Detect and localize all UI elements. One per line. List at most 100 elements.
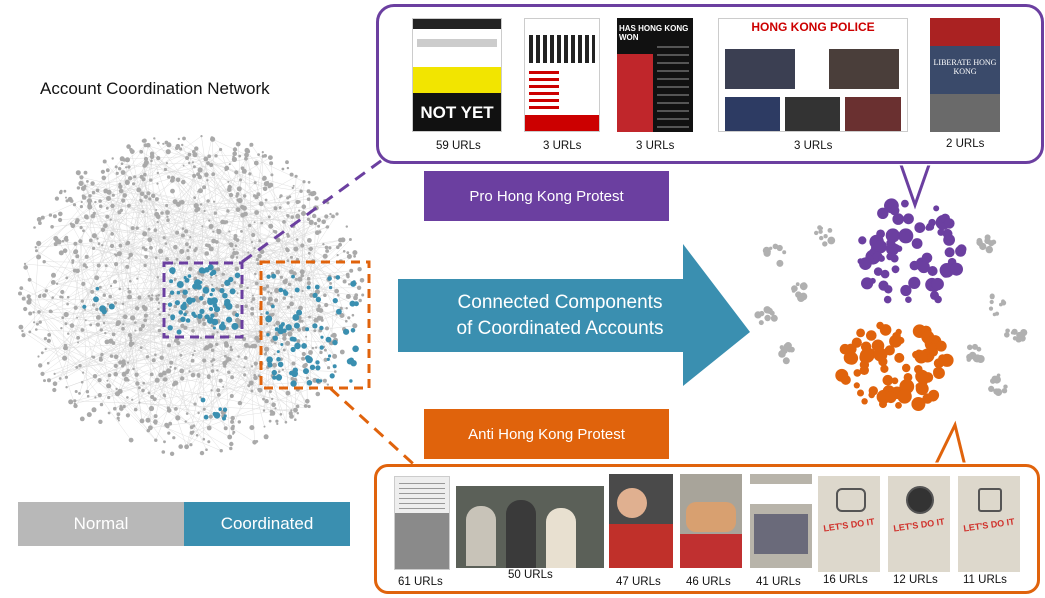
normal-account-node — [170, 175, 175, 180]
normal-account-node — [109, 218, 112, 221]
normal-account-node — [165, 149, 171, 155]
normal-account-node — [35, 322, 39, 326]
normal-account-node — [148, 425, 153, 431]
normal-account-node — [55, 282, 59, 285]
coordinated-account-node — [314, 284, 320, 290]
normal-account-node — [106, 302, 110, 306]
normal-account-node — [234, 266, 240, 272]
coordinated-account-node — [209, 271, 214, 276]
account-coordination-network — [18, 135, 371, 456]
normal-account-node — [36, 254, 42, 260]
normal-account-node — [155, 294, 158, 298]
normal-account-node — [96, 263, 101, 268]
coordinated-account-node — [296, 309, 303, 316]
coordinated-account-node — [292, 314, 300, 321]
coordinated-account-node — [231, 322, 239, 330]
coordinated-account-node — [352, 345, 359, 353]
normal-account-node — [193, 402, 197, 406]
normal-account-node — [193, 350, 196, 352]
normal-account-node — [346, 254, 352, 259]
component-node — [895, 245, 903, 252]
normal-account-node — [268, 223, 274, 229]
component-node — [766, 307, 773, 314]
normal-account-node — [92, 211, 96, 215]
component-node — [884, 391, 897, 404]
normal-account-node — [210, 136, 214, 140]
coordinated-account-node — [202, 269, 206, 274]
normal-account-node — [151, 358, 156, 363]
normal-account-node — [103, 223, 108, 229]
normal-account-node — [203, 209, 206, 213]
normal-account-node — [94, 200, 97, 204]
normal-account-node — [262, 286, 267, 291]
normal-account-node — [146, 191, 151, 196]
component-node — [921, 252, 933, 264]
normal-account-node — [296, 339, 301, 344]
normal-account-node — [158, 248, 164, 254]
normal-account-node — [293, 407, 298, 413]
component-node — [873, 267, 883, 276]
normal-account-node — [47, 378, 51, 383]
normal-account-node — [183, 327, 187, 330]
normal-account-node — [188, 245, 192, 249]
component-node — [776, 244, 783, 252]
normal-account-node — [87, 203, 92, 209]
normal-account-node — [250, 365, 254, 368]
normal-account-node — [192, 173, 197, 178]
anti-thumb-1 — [394, 476, 450, 570]
normal-account-node — [323, 293, 327, 297]
normal-account-node — [216, 228, 220, 232]
normal-account-node — [286, 259, 290, 263]
normal-account-node — [120, 170, 126, 175]
coordinated-account-node — [210, 297, 218, 305]
normal-account-node — [285, 390, 291, 396]
component-node — [903, 213, 914, 225]
component-node — [814, 230, 819, 236]
normal-account-node — [145, 355, 150, 359]
normal-account-node — [329, 282, 332, 285]
coordinated-account-node — [343, 328, 350, 335]
coordinated-account-node — [222, 292, 228, 299]
normal-account-node — [227, 180, 230, 183]
normal-account-node — [311, 346, 314, 350]
coordinated-account-node — [315, 360, 320, 365]
normal-account-node — [77, 341, 79, 344]
component-node — [851, 337, 862, 348]
coordinated-account-node — [171, 271, 175, 275]
normal-account-node — [88, 194, 92, 198]
normal-account-node — [227, 434, 233, 440]
anti-caption-7: 12 URLs — [893, 574, 938, 586]
component-node — [877, 207, 889, 219]
normal-account-node — [43, 337, 48, 341]
component-node — [935, 340, 947, 352]
normal-account-node — [110, 284, 113, 288]
normal-account-node — [179, 289, 183, 293]
normal-account-node — [147, 227, 151, 231]
normal-account-node — [118, 243, 123, 248]
normal-account-node — [180, 376, 185, 381]
component-node — [895, 402, 902, 409]
normal-account-node — [327, 366, 331, 370]
normal-account-node — [78, 392, 81, 395]
normal-account-node — [119, 156, 125, 162]
normal-account-node — [164, 242, 168, 245]
normal-account-node — [243, 194, 247, 198]
normal-account-node — [61, 239, 65, 243]
normal-account-node — [185, 412, 189, 415]
coordinated-account-node — [294, 342, 301, 350]
normal-account-node — [251, 294, 254, 297]
normal-account-node — [175, 201, 181, 207]
normal-account-node — [27, 298, 32, 302]
component-node — [892, 213, 904, 225]
normal-account-node — [97, 242, 101, 245]
normal-account-node — [114, 165, 118, 169]
coordinated-account-node — [265, 315, 273, 323]
normal-account-node — [349, 268, 354, 273]
normal-account-node — [223, 426, 228, 431]
normal-account-node — [356, 285, 362, 290]
coordinated-account-node — [219, 288, 225, 294]
normal-account-node — [173, 339, 178, 343]
normal-account-node — [44, 347, 47, 351]
normal-account-node — [83, 214, 89, 220]
normal-account-node — [114, 262, 119, 267]
